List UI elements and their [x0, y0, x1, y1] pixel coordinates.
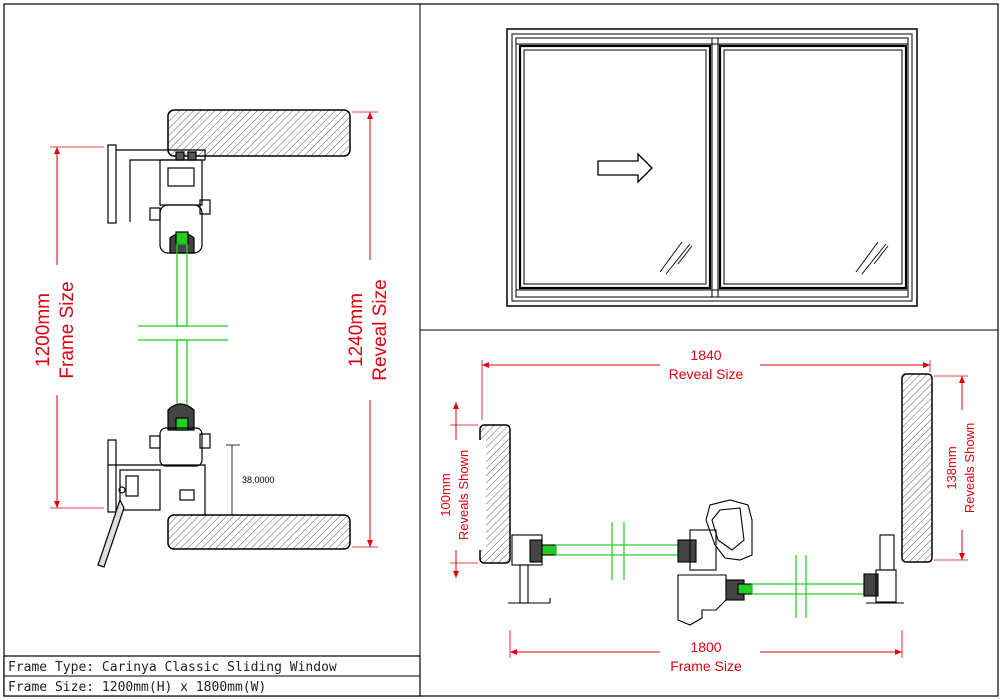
vertical-section: 38.0000 1200mm Frame Size 1240mm Reveal …	[33, 109, 392, 568]
title-block: Frame Type: Carinya Classic Sliding Wind…	[3, 655, 421, 697]
left-jamb-profile	[508, 534, 557, 604]
reveal-size-value: 1240mm	[346, 293, 367, 367]
offset-dimension: 38.0000	[226, 444, 275, 515]
window-elevation	[506, 28, 918, 307]
offset-dim-text: 38.0000	[242, 475, 275, 485]
glass-reflection-icon-2	[855, 241, 889, 275]
right-jamb-profile	[863, 534, 904, 604]
sheet-border	[3, 3, 999, 697]
right-reveal-value: 138mm	[944, 446, 959, 489]
interlock-profile	[677, 499, 753, 626]
left-sash	[518, 44, 712, 290]
reveal-width-label: Reveal Size	[669, 366, 744, 382]
left-reveal-value: 100mm	[438, 473, 453, 516]
frame-width-value: 1800	[690, 639, 721, 655]
frame-size-dimension: 1200mm Frame Size	[33, 146, 104, 509]
left-reveal-label: Reveals Shown	[456, 450, 471, 540]
frame-width-dimension: 1800 Frame Size	[509, 630, 903, 676]
head-frame-profile	[107, 144, 211, 254]
slide-direction-arrow-icon	[597, 152, 653, 184]
glass-pane-plan-right	[751, 555, 865, 618]
reveal-width-value: 1840	[690, 347, 721, 363]
right-sash	[718, 44, 908, 290]
bottom-wall-reveal	[167, 514, 351, 550]
reveal-width-dimension: 1840 Reveal Size	[481, 343, 931, 420]
reveal-size-label: Reveal Size	[370, 279, 391, 380]
reveal-size-dimension: 1240mm Reveal Size	[346, 111, 392, 548]
frame-size-label: Frame Size	[57, 281, 78, 378]
glass-pane-vertical	[138, 243, 228, 421]
glass-pane-plan-left	[555, 522, 679, 580]
right-wall-reveal	[901, 373, 933, 563]
left-reveal-dimension: 100mm Reveals Shown	[426, 402, 486, 578]
sill-frame-profile	[97, 403, 211, 568]
top-wall-reveal	[167, 109, 351, 157]
right-reveal-label: Reveals Shown	[962, 423, 977, 513]
frame-width-label: Frame Size	[670, 658, 742, 674]
right-reveal-dimension: 138mm Reveals Shown	[934, 375, 990, 561]
frame-size-value: 1200mm	[33, 293, 54, 367]
glass-reflection-icon	[659, 241, 693, 275]
frame-type-text: Frame Type: Carinya Classic Sliding Wind…	[8, 660, 337, 675]
plan-section: 1840 Reveal Size 1800 Frame Size 100mm R…	[426, 343, 990, 676]
frame-size-text: Frame Size: 1200mm(H) x 1800mm(W)	[8, 680, 266, 695]
